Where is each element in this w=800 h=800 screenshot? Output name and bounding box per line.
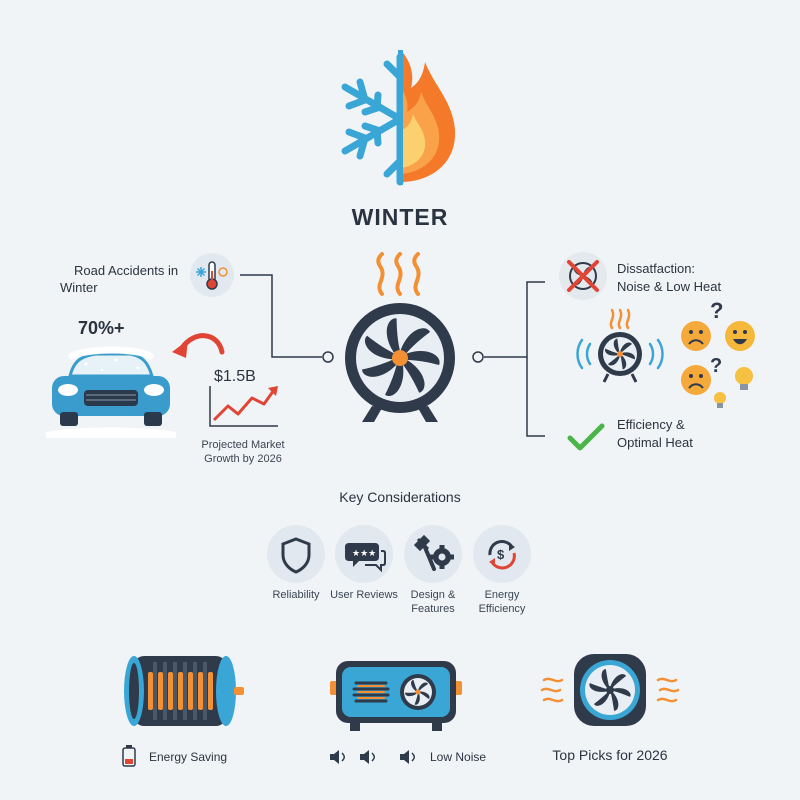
- round-fan-heater-image: [540, 650, 680, 730]
- cylinder-heater-image: [118, 650, 246, 732]
- product-label-top-picks: Top Picks for 2026: [552, 747, 668, 763]
- dissatisfaction-label: Dissatfaction: Noise & Low Heat: [617, 260, 721, 296]
- checkmark-icon: [566, 422, 606, 452]
- consideration-label-design: Design & Features: [393, 588, 473, 616]
- heat-waves-icon: [368, 250, 432, 298]
- consideration-label-line2: Features: [411, 603, 455, 615]
- curved-arrow-icon: [168, 326, 230, 366]
- market-caption: Projected Market Growth by 2026: [178, 438, 308, 466]
- efficiency-label: Efficiency & Optimal Heat: [617, 416, 693, 452]
- consideration-label-energy: Energy Efficiency: [462, 588, 542, 616]
- dissatisfaction-line2: Noise & Low Heat: [617, 279, 722, 294]
- road-accidents-label-line2: Winter: [60, 280, 98, 295]
- consideration-label-line1: Design &: [410, 589, 456, 601]
- emotion-faces-icon: ? ?: [676, 296, 766, 416]
- battery-icon: [122, 745, 136, 767]
- svg-text:?: ?: [710, 298, 723, 323]
- market-caption-line2: Growth by 2026: [204, 453, 282, 465]
- central-heater-fan-icon: [340, 300, 460, 425]
- consideration-label-line1: Reliability: [272, 589, 320, 601]
- svg-text:?: ?: [710, 355, 722, 377]
- page-title: WINTER: [351, 204, 449, 230]
- market-caption-line1: Projected Market: [201, 439, 285, 451]
- no-fan-icon: [559, 252, 607, 300]
- product-label-energy-saving: Energy Saving: [149, 750, 228, 764]
- efficiency-line2: Optimal Heat: [617, 435, 693, 450]
- consideration-label-line1: Energy: [484, 589, 520, 601]
- road-accidents-label-line1: Road Accidents in: [74, 263, 179, 278]
- consideration-label-line1: User Reviews: [330, 589, 398, 601]
- considerations-title: Key Considerations: [339, 489, 461, 505]
- snowy-car-icon: [46, 342, 176, 438]
- dissatisfaction-line1: Dissatfaction:: [617, 261, 696, 276]
- svg-text:$: $: [497, 547, 505, 562]
- snowflake-flame-logo: [335, 42, 465, 192]
- shield-icon: [267, 525, 325, 583]
- fan-heater-box-image: [330, 655, 462, 735]
- tools-gear-icon: [404, 525, 462, 583]
- speech-bubbles-icon: ★★★: [335, 525, 393, 583]
- noisy-fan-icon: [574, 306, 666, 386]
- product-label-low-noise: Low Noise: [430, 750, 487, 764]
- consideration-label-reliability: Reliability: [256, 588, 336, 602]
- speaker-icon: [330, 748, 420, 766]
- growth-chart-icon: [206, 384, 280, 430]
- svg-text:★★★: ★★★: [352, 549, 376, 559]
- market-value: $1.5B: [214, 368, 256, 385]
- accident-percent: 70%+: [78, 318, 125, 338]
- thermometer-snow-icon: [190, 253, 234, 297]
- road-accidents-label: Road Accidents in Winter: [40, 262, 190, 296]
- consideration-label-user-reviews: User Reviews: [324, 588, 404, 602]
- consideration-label-line2: Efficiency: [478, 603, 526, 615]
- efficiency-line1: Efficiency &: [617, 417, 685, 432]
- dollar-cycle-icon: $: [473, 525, 531, 583]
